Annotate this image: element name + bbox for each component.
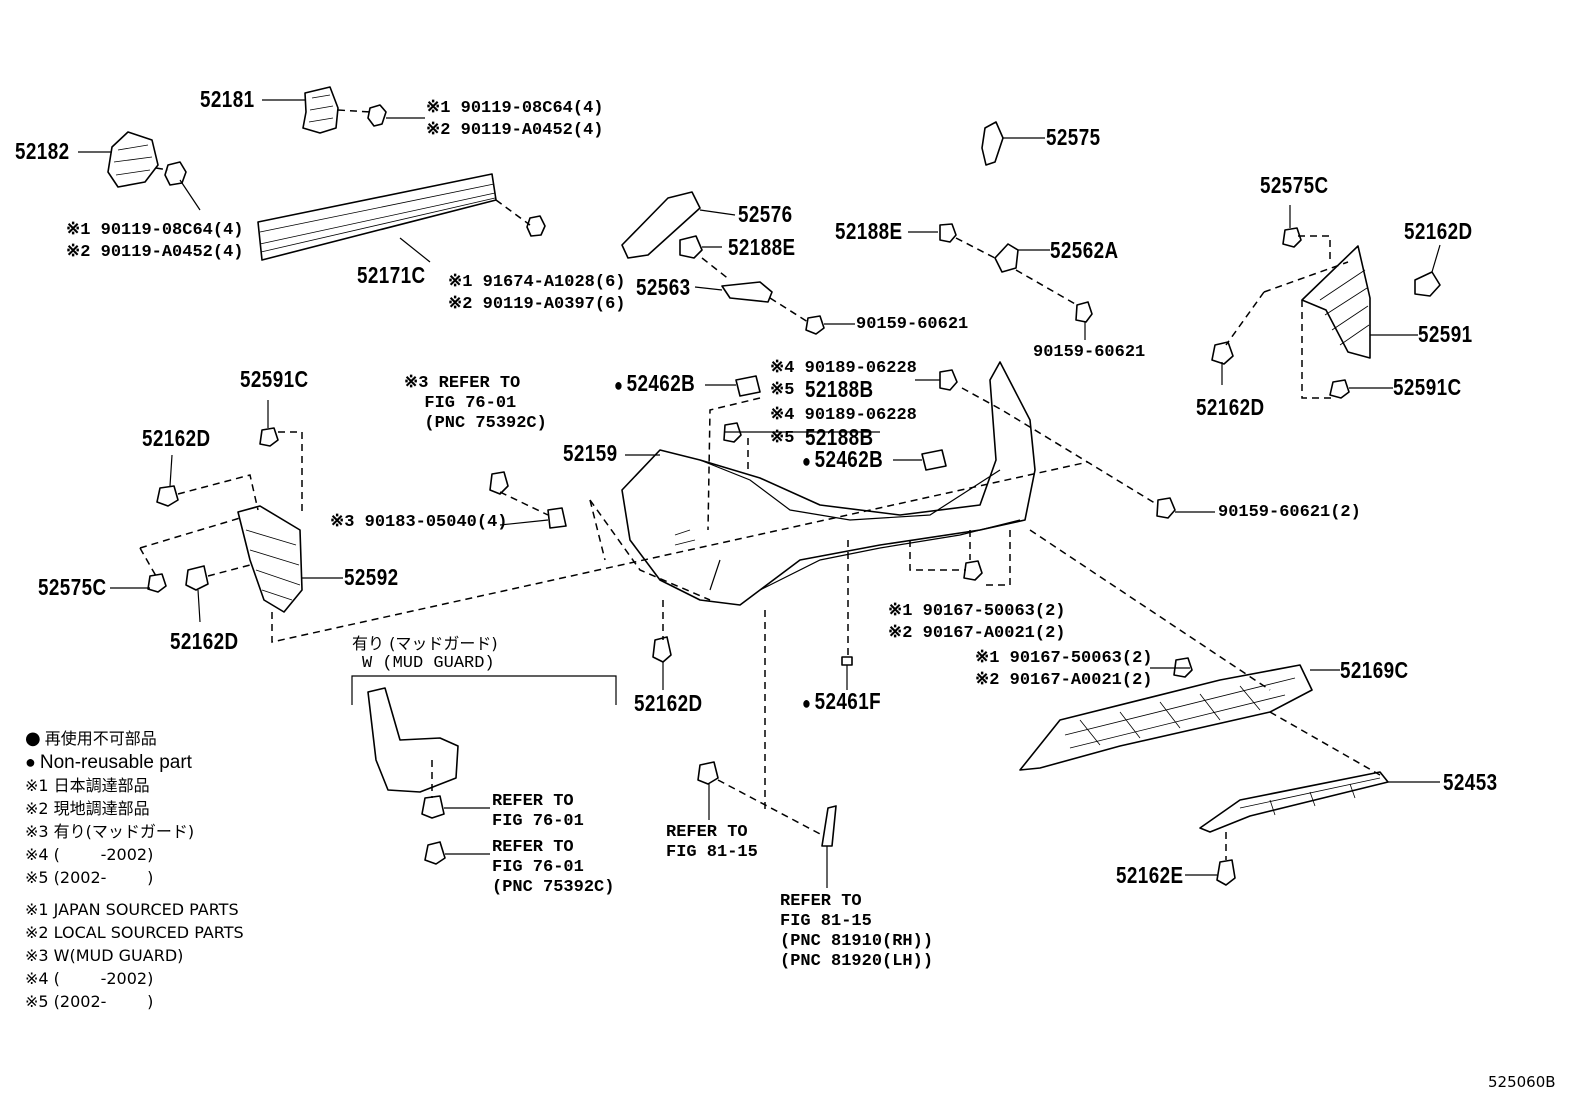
retainer-52576-shape bbox=[621, 191, 701, 259]
part-label-52188B-b[interactable]: 52188B bbox=[805, 424, 874, 450]
legend-nonreusable-jp: 再使用不可部品 bbox=[25, 730, 157, 748]
fastener-label-2[interactable]: ※2 90119-A0452(4) bbox=[426, 121, 604, 140]
part-label-52169C[interactable]: 52169C bbox=[1340, 657, 1409, 683]
legend-jp-3: ※3 有り(マッドガード) bbox=[25, 822, 195, 841]
fastener-label-4[interactable]: ※2 90119-A0452(4) bbox=[66, 243, 244, 262]
cover-52453-shape bbox=[1199, 771, 1389, 833]
fastener-label-1[interactable]: ※1 90119-08C64(4) bbox=[426, 99, 604, 118]
part-label-52592[interactable]: 52592 bbox=[344, 564, 399, 590]
part-label-52162D-lh1[interactable]: 52162D bbox=[142, 425, 211, 451]
mud-guard-jp: 有り (マッドガード) bbox=[352, 634, 498, 653]
part-label-52188E-a[interactable]: 52188E bbox=[728, 234, 796, 260]
part-label-52462B-b[interactable]: 52462B bbox=[802, 448, 883, 471]
part-label-52453[interactable]: 52453 bbox=[1443, 769, 1498, 795]
reinforcement-52171C-shape bbox=[257, 173, 497, 261]
fastener-label-15[interactable]: ※1 90167-50063(2) bbox=[888, 602, 1066, 621]
fastener-label-9[interactable]: ※4 90189-06228 bbox=[770, 359, 917, 378]
fastener-label-18[interactable]: ※2 90167-A0021(2) bbox=[975, 671, 1153, 690]
fastener-label-8[interactable]: 90159-60621 bbox=[1033, 343, 1146, 362]
fastener-label-11[interactable]: ※4 90189-06228 bbox=[770, 406, 917, 425]
part-label-52462B-a[interactable]: 52462B bbox=[614, 372, 695, 395]
part-label-52181[interactable]: 52181 bbox=[200, 86, 255, 112]
retainer-52592-shape bbox=[237, 505, 303, 613]
part-label-52461F[interactable]: 52461F bbox=[802, 690, 881, 713]
fastener-label-12[interactable]: ※5 bbox=[770, 429, 795, 448]
refer-fig-76-01-a[interactable]: REFER TO FIG 76-01 bbox=[492, 792, 584, 831]
legend-en-2: ※2 LOCAL SOURCED PARTS bbox=[25, 923, 244, 942]
legend-en-3: ※3 W(MUD GUARD) bbox=[25, 946, 184, 965]
part-label-52188E-b[interactable]: 52188E bbox=[835, 218, 903, 244]
part-label-52162E[interactable]: 52162E bbox=[1116, 862, 1184, 888]
fastener-label-5[interactable]: ※1 91674-A1028(6) bbox=[448, 273, 626, 292]
mud-guard-en: W (MUD GUARD) bbox=[362, 654, 495, 673]
dashed-assembly-lines bbox=[139, 109, 1381, 860]
part-label-52162D-lh2[interactable]: 52162D bbox=[170, 628, 239, 654]
part-label-52591C-lh[interactable]: 52591C bbox=[240, 366, 309, 392]
mud-guard-bracket bbox=[351, 675, 617, 705]
part-label-52162D-center[interactable]: 52162D bbox=[634, 690, 703, 716]
mud-guard-shape bbox=[367, 687, 459, 793]
part-label-52575C-lh[interactable]: 52575C bbox=[38, 574, 107, 600]
part-label-52162D-rh1[interactable]: 52162D bbox=[1404, 218, 1473, 244]
bumper-cover-52159-shape bbox=[621, 361, 1036, 606]
fastener-label-7[interactable]: 90159-60621 bbox=[856, 315, 969, 334]
part-label-52591C-rh[interactable]: 52591C bbox=[1393, 374, 1462, 400]
part-label-52171C[interactable]: 52171C bbox=[357, 262, 426, 288]
legend-en-5: ※5 (2002- ) bbox=[25, 992, 154, 1011]
fastener-label-6[interactable]: ※2 90119-A0397(6) bbox=[448, 295, 626, 314]
leader-lines bbox=[78, 99, 1441, 888]
fastener-label-17[interactable]: ※1 90167-50063(2) bbox=[975, 649, 1153, 668]
garnish-52169C-shape bbox=[1019, 664, 1313, 771]
legend-nonreusable-en: Non-reusable part bbox=[25, 753, 192, 772]
legend-jp-5: ※5 (2002- ) bbox=[25, 868, 154, 887]
fastener-label-3[interactable]: ※1 90119-08C64(4) bbox=[66, 221, 244, 240]
pad-52462B-a-shape bbox=[735, 375, 761, 397]
retainer-52562A-shape bbox=[994, 243, 1019, 273]
refer-fig-76-01-top[interactable]: ※3 REFER TO FIG 76-01 (PNC 75392C) bbox=[404, 374, 547, 433]
legend-jp-4: ※4 ( -2002) bbox=[25, 845, 154, 864]
figure-id: 525060B bbox=[1488, 1073, 1556, 1091]
retainer-52575-shape bbox=[981, 121, 1004, 166]
retainer-52563-shape bbox=[721, 281, 773, 303]
pad-52461F-shape bbox=[841, 656, 853, 666]
bolt-shapes bbox=[147, 104, 1441, 886]
pad-52462B-b-shape bbox=[921, 449, 947, 471]
reflector-shape bbox=[821, 805, 837, 847]
part-label-52162D-rh2[interactable]: 52162D bbox=[1196, 394, 1265, 420]
bracket-52181-shape bbox=[302, 86, 339, 134]
refer-fig-81-15-b[interactable]: REFER TO FIG 81-15 (PNC 81910(RH)) (PNC … bbox=[780, 892, 934, 971]
part-label-52591[interactable]: 52591 bbox=[1418, 321, 1473, 347]
part-label-52182[interactable]: 52182 bbox=[15, 138, 70, 164]
part-label-52575[interactable]: 52575 bbox=[1046, 124, 1101, 150]
fastener-label-10[interactable]: ※5 bbox=[770, 381, 795, 400]
part-label-52563[interactable]: 52563 bbox=[636, 274, 691, 300]
fastener-label-13[interactable]: 90159-60621(2) bbox=[1218, 503, 1361, 522]
legend-en-4: ※4 ( -2002) bbox=[25, 969, 154, 988]
legend-en-1: ※1 JAPAN SOURCED PARTS bbox=[25, 900, 239, 919]
legend-jp-1: ※1 日本調達部品 bbox=[25, 776, 150, 795]
part-label-52575C-rh[interactable]: 52575C bbox=[1260, 172, 1329, 198]
part-label-52562A[interactable]: 52562A bbox=[1050, 237, 1119, 263]
bracket-52182-shape bbox=[107, 131, 159, 188]
part-label-52576[interactable]: 52576 bbox=[738, 201, 793, 227]
fastener-label-16[interactable]: ※2 90167-A0021(2) bbox=[888, 624, 1066, 643]
refer-fig-81-15-a[interactable]: REFER TO FIG 81-15 bbox=[666, 823, 758, 862]
part-label-52188B-a[interactable]: 52188B bbox=[805, 376, 874, 402]
part-label-52159[interactable]: 52159 bbox=[563, 440, 618, 466]
retainer-52591-shape bbox=[1301, 245, 1371, 359]
legend-jp-2: ※2 現地調達部品 bbox=[25, 799, 150, 818]
refer-fig-76-01-b[interactable]: REFER TO FIG 76-01 (PNC 75392C) bbox=[492, 838, 615, 897]
fastener-label-14[interactable]: ※3 90183-05040(4) bbox=[330, 513, 508, 532]
